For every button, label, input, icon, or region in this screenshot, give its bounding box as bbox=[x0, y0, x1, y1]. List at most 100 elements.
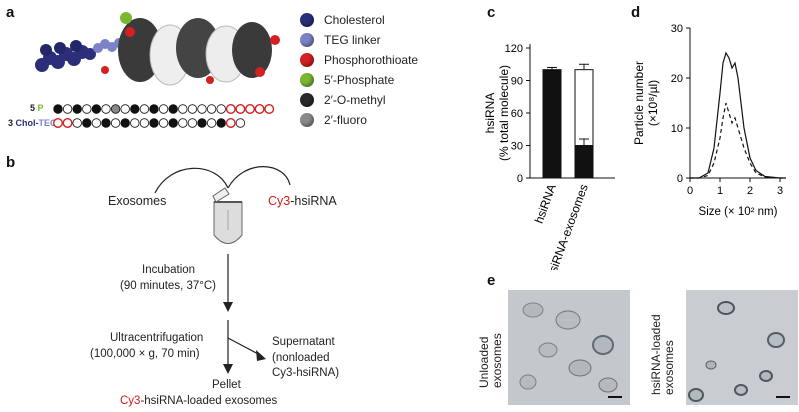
strand-nucleotide bbox=[139, 104, 150, 114]
strand-nucleotide bbox=[130, 118, 140, 128]
panel-label-e: e bbox=[487, 272, 496, 289]
strand-nucleotide bbox=[178, 118, 188, 128]
strand-nucleotide bbox=[206, 104, 217, 114]
exosomes-label: Exosomes bbox=[108, 194, 167, 208]
strand-nucleotide bbox=[130, 104, 140, 114]
d-y-tick-label: 20 bbox=[671, 73, 683, 85]
strand-nucleotide bbox=[91, 118, 102, 128]
d-y-axis-label-unit: (×10⁸/µl) bbox=[646, 80, 660, 126]
legend-swatch-icon bbox=[300, 13, 314, 27]
panel-label-b: b bbox=[6, 154, 16, 171]
d-y-tick-label: 0 bbox=[677, 173, 683, 185]
flow-diagram-lines bbox=[154, 166, 291, 374]
helix-spheres bbox=[101, 12, 280, 86]
tube-icon bbox=[212, 187, 243, 244]
panel-label-c: c bbox=[487, 4, 496, 21]
strand-nucleotide bbox=[149, 118, 159, 128]
d-y-tick-label: 30 bbox=[671, 23, 683, 35]
incubation-label: Incubation bbox=[142, 264, 196, 276]
legend-label: Phosphorothioate bbox=[324, 53, 419, 67]
loaded-exosomes-label: Cy3-hsiRNA-loaded exosomes bbox=[120, 395, 278, 407]
strand-nucleotide bbox=[158, 104, 169, 114]
legend-swatch-icon bbox=[300, 53, 314, 67]
strand-nucleotide bbox=[53, 104, 63, 114]
d-series-solid bbox=[690, 51, 786, 179]
legend-label: 2′-O-methyl bbox=[324, 93, 386, 107]
strand-schematic bbox=[52, 103, 275, 129]
scale-bar-left bbox=[608, 396, 622, 398]
c-y-tick-label: 30 bbox=[511, 141, 523, 153]
strand-nucleotide bbox=[197, 118, 207, 128]
strand-nucleotide bbox=[187, 104, 198, 114]
legend-item: Phosphorothioate bbox=[300, 50, 418, 70]
c-y-tick-label: 120 bbox=[505, 43, 523, 55]
cy3-hsirna-label: Cy3-hsiRNA bbox=[268, 194, 337, 208]
micrograph-loaded bbox=[686, 290, 798, 405]
strand-nucleotide bbox=[82, 118, 92, 128]
legend-label: 2′-fluoro bbox=[324, 113, 367, 127]
strand-nucleotide bbox=[225, 103, 236, 115]
d-x-tick-label: 0 bbox=[687, 185, 693, 197]
supernatant-label: Supernatant bbox=[272, 336, 335, 348]
strand-nucleotide bbox=[178, 104, 188, 114]
strand-nucleotide bbox=[149, 104, 159, 114]
pellet-label: Pellet bbox=[212, 379, 241, 391]
legend-swatch-icon bbox=[300, 73, 314, 87]
strand-nucleotide bbox=[158, 118, 169, 128]
strand-nucleotide bbox=[62, 117, 73, 129]
legend-swatch-icon bbox=[300, 93, 314, 107]
d-x-tick-label: 3 bbox=[777, 185, 783, 197]
strand-nucleotide bbox=[216, 104, 226, 114]
legend-label: TEG linker bbox=[324, 33, 381, 47]
strand-nucleotide bbox=[101, 118, 111, 128]
strand-nucleotide bbox=[244, 103, 255, 115]
strand-nucleotide bbox=[264, 103, 275, 115]
d-x-axis-label: Size (× 10² nm) bbox=[699, 206, 778, 218]
strand-nucleotide bbox=[254, 103, 265, 115]
scale-bar-right bbox=[776, 396, 790, 398]
strand-nucleotide bbox=[120, 118, 130, 128]
d-series-dashed bbox=[690, 102, 786, 179]
bottom-strand-prefix: 3 Chol-TEG bbox=[8, 118, 58, 128]
panel-label-a: a bbox=[6, 4, 15, 21]
micrograph-unloaded bbox=[508, 290, 630, 405]
c-y-axis-label: (% total molecule) bbox=[497, 65, 511, 161]
strand-nucleotide bbox=[72, 104, 82, 114]
c-y-tick-label: 60 bbox=[511, 108, 523, 120]
c-bar-black bbox=[574, 145, 594, 179]
strand-nucleotide bbox=[72, 118, 82, 128]
teg-linker-spheres bbox=[93, 38, 124, 53]
ultracentrifugation-conditions: (100,000 × g, 70 min) bbox=[90, 348, 200, 360]
incubation-conditions: (90 minutes, 37°C) bbox=[120, 280, 216, 292]
legend-label: 5′-Phosphate bbox=[324, 73, 395, 87]
strand-nucleotide bbox=[110, 104, 121, 114]
strand-nucleotide bbox=[187, 118, 198, 128]
c-category-label: hsiRNA bbox=[532, 182, 559, 225]
d-y-tick-label: 10 bbox=[671, 123, 683, 135]
strand-nucleotide bbox=[91, 104, 102, 114]
ultracentrifugation-label: Ultracentrifugation bbox=[110, 332, 204, 344]
c-y-axis-label: hsiRNA bbox=[483, 93, 497, 134]
c-bar-black bbox=[542, 69, 562, 179]
strand-nucleotide bbox=[110, 118, 121, 128]
strand-nucleotide bbox=[197, 104, 207, 114]
d-y-axis-label: Particle number bbox=[632, 61, 646, 145]
strand-nucleotide bbox=[235, 118, 246, 128]
strand-nucleotide bbox=[120, 104, 130, 114]
strand-nucleotide bbox=[62, 104, 73, 114]
legend-swatch-icon bbox=[300, 33, 314, 47]
legend-swatch-icon bbox=[300, 113, 314, 127]
legend-item: 2′-O-methyl bbox=[300, 90, 418, 110]
strand-nucleotide bbox=[206, 118, 217, 128]
strand-nucleotide bbox=[52, 117, 64, 129]
nonloaded-label-2: Cy3-hsiRNA) bbox=[272, 367, 340, 379]
nonloaded-label: (nonloaded bbox=[272, 352, 330, 364]
legend-item: TEG linker bbox=[300, 30, 418, 50]
c-y-tick-label: 0 bbox=[517, 173, 523, 185]
legend-label: Cholesterol bbox=[324, 13, 385, 27]
